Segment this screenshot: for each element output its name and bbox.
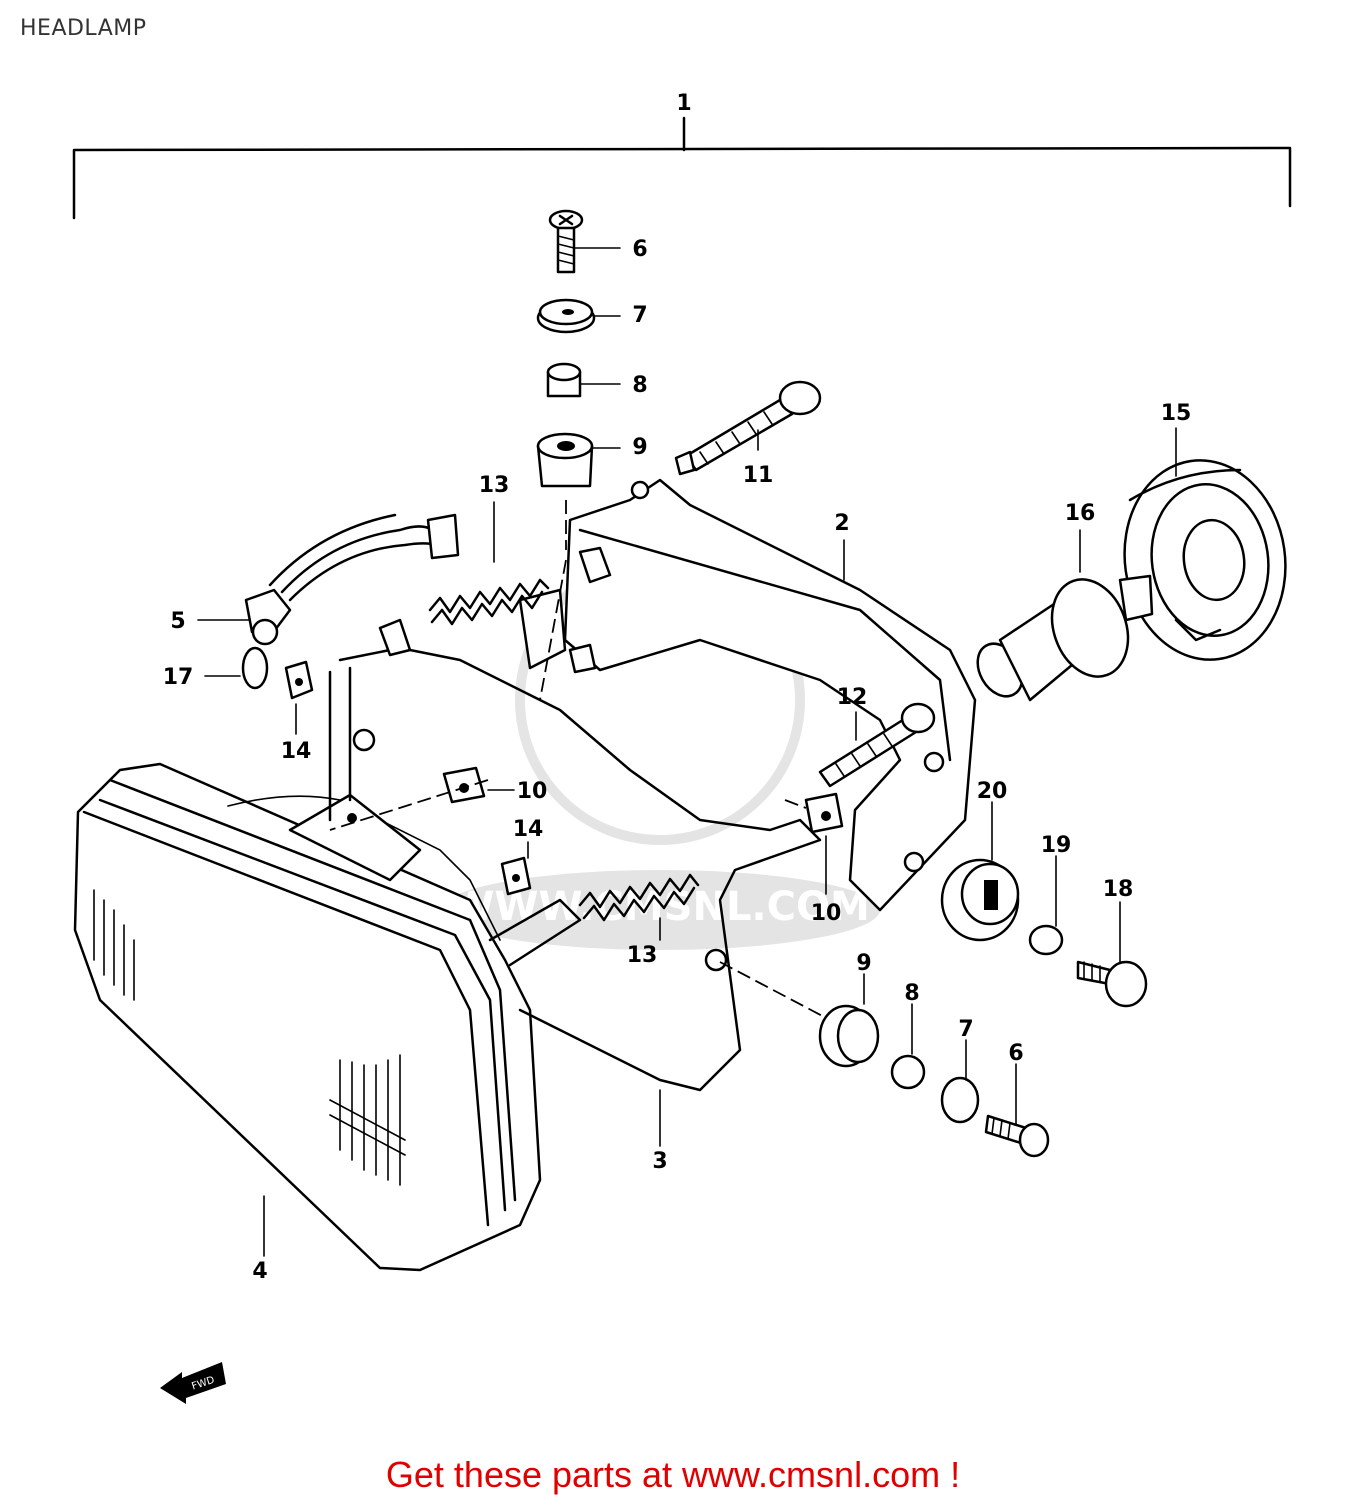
spring-13-bottom bbox=[578, 873, 700, 922]
grommet-9-bottom bbox=[818, 1004, 880, 1068]
bulb-socket-harness bbox=[244, 513, 460, 634]
callout-18: 18 bbox=[1103, 877, 1134, 902]
screw-6-top bbox=[548, 209, 584, 274]
socket-20 bbox=[940, 858, 1020, 942]
callout-8-top: 8 bbox=[632, 373, 647, 398]
callout-13-top: 13 bbox=[479, 473, 510, 498]
callout-13-lower: 13 bbox=[627, 943, 658, 968]
adjust-screw-11 bbox=[674, 380, 822, 476]
collar-8-top bbox=[546, 362, 582, 398]
washer-7-bottom bbox=[940, 1076, 980, 1124]
callout-20: 20 bbox=[977, 779, 1008, 804]
callout-4: 4 bbox=[252, 1259, 267, 1284]
collar-19 bbox=[1028, 924, 1064, 956]
callout-10-left: 10 bbox=[517, 779, 548, 804]
nut-14-top bbox=[284, 660, 314, 700]
nut-14-lower bbox=[500, 856, 532, 896]
assembly-bracket bbox=[72, 116, 1292, 220]
callout-19: 19 bbox=[1041, 833, 1072, 858]
collar-8-bottom bbox=[890, 1054, 926, 1090]
bolt-18 bbox=[1076, 960, 1148, 1008]
grommet-9-top bbox=[536, 432, 594, 488]
adjust-screw-12 bbox=[818, 702, 936, 788]
callout-12: 12 bbox=[837, 685, 868, 710]
callout-9-top: 9 bbox=[632, 435, 647, 460]
callout-7-bottom: 7 bbox=[958, 1017, 973, 1042]
screw-6-bottom bbox=[984, 1114, 1050, 1158]
spring-13-top bbox=[428, 578, 550, 626]
nut-10-left bbox=[442, 766, 486, 804]
headlamp-case-upper bbox=[518, 478, 977, 912]
position-bulb bbox=[241, 618, 279, 690]
dust-cover-15 bbox=[1123, 459, 1287, 661]
assembly-guide-lines bbox=[329, 500, 831, 1021]
headlight-bulb-16 bbox=[976, 574, 1154, 702]
callout-2: 2 bbox=[834, 511, 849, 536]
callout-1: 1 bbox=[676, 91, 691, 116]
callout-14-lower: 14 bbox=[513, 817, 544, 842]
washer-7-top bbox=[536, 298, 596, 334]
callout-3: 3 bbox=[652, 1149, 667, 1174]
callout-8-bottom: 8 bbox=[904, 981, 919, 1006]
callout-6-bottom: 6 bbox=[1008, 1041, 1023, 1066]
callout-15: 15 bbox=[1161, 401, 1192, 426]
callout-6-top: 6 bbox=[632, 237, 647, 262]
callout-labels: 1 2 3 4 5 6 7 8 9 10 11 12 13 14 15 16 1… bbox=[163, 91, 1192, 1284]
callout-7-top: 7 bbox=[632, 303, 647, 328]
callout-9-bottom: 9 bbox=[856, 951, 871, 976]
callout-16: 16 bbox=[1065, 501, 1096, 526]
headlamp-case-lower bbox=[328, 618, 822, 1092]
leader-lines bbox=[197, 247, 1177, 1257]
nut-10-right bbox=[804, 792, 844, 834]
footer-parts-link[interactable]: Get these parts at www.cmsnl.com ! bbox=[385, 1454, 961, 1495]
callout-14-top: 14 bbox=[281, 739, 312, 764]
forward-arrow-icon: FWD bbox=[160, 1362, 226, 1404]
callout-5: 5 bbox=[170, 609, 185, 634]
page-title: HEADLAMP bbox=[20, 16, 147, 41]
callout-11: 11 bbox=[743, 463, 774, 488]
callout-17: 17 bbox=[163, 665, 194, 690]
headlamp-lens-unit bbox=[73, 762, 582, 1272]
callout-10-right: 10 bbox=[811, 901, 842, 926]
